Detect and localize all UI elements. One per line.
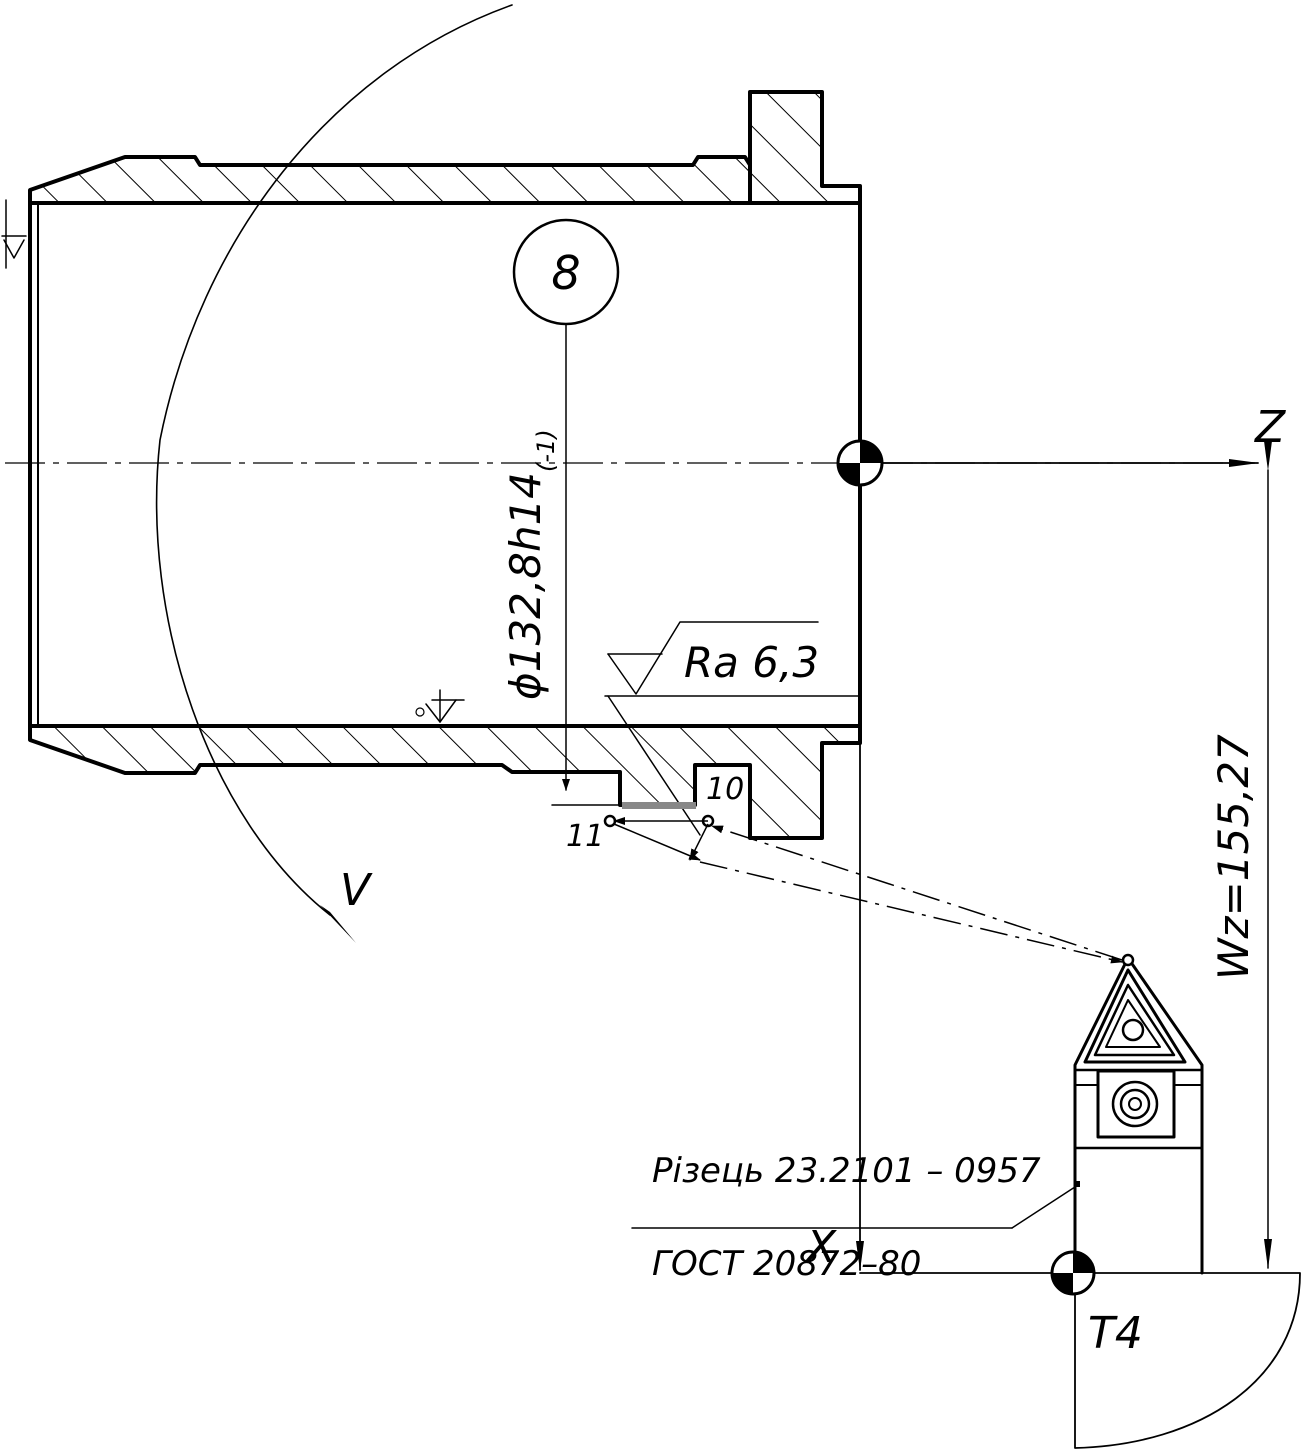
velocity-arrowhead (320, 905, 356, 943)
insert-innermost-triangle (1105, 999, 1161, 1048)
point-11-marker (603, 814, 617, 828)
tool-position-label: T4 (1088, 1308, 1143, 1359)
svg-text:ϕ132,8h14(-1): ϕ132,8h14(-1) (501, 429, 560, 700)
cutting-tool (1073, 953, 1204, 1275)
wz-dimension-text-group: Wz=155,27 (1209, 734, 1258, 980)
tool-path-return (699, 861, 1123, 964)
turret-outline (1074, 1272, 1301, 1449)
tool-path (613, 817, 1123, 964)
datum-symbol-left (1, 199, 27, 269)
rotation-arc (155, 4, 513, 916)
tool-name: Різець 23.2101 – 0957 (652, 1151, 1041, 1191)
top-wall-section (28, 90, 862, 205)
roughness-value: Ra 6,3 (684, 638, 819, 687)
tool-path-exit (689, 823, 709, 861)
diameter-dimension: ϕ132,8h14(-1) (501, 429, 560, 700)
roughness-callout: Ra 6,3 (604, 621, 859, 836)
tool-path-rapid-approach (711, 825, 1123, 961)
tool-holder-body (1073, 956, 1204, 1275)
operation-number: 8 (551, 246, 580, 300)
z-axis-label: Z (1254, 402, 1286, 453)
clamp-plate (1096, 1069, 1176, 1139)
wz-dimension-text: Wz=155,27 (1209, 734, 1258, 980)
x-axis-label: X (804, 1222, 837, 1273)
groove-machined-surface (622, 802, 696, 809)
part-zero-symbol (836, 439, 884, 487)
tool-zero-symbol (1050, 1250, 1096, 1296)
diameter-value: 132,8h14 (501, 472, 550, 672)
diameter-symbol: ϕ (501, 672, 550, 700)
tool-path-retract (613, 823, 701, 861)
diameter-tolerance: (-1) (532, 429, 560, 472)
point-10-label: 10 (706, 772, 744, 807)
tool-standard: ГОСТ 20872–80 (652, 1244, 921, 1284)
tool-leader-line (1011, 1184, 1079, 1229)
velocity-label: V (340, 865, 373, 916)
small-roughness-sign (415, 689, 465, 723)
tool-leader-dot (1074, 1181, 1080, 1187)
insert-outer-triangle (1083, 968, 1187, 1064)
tool-tip-point (1121, 953, 1135, 967)
insert-screw (1121, 1018, 1145, 1042)
insert-inner-triangle (1093, 983, 1176, 1057)
point-11-label: 11 (566, 819, 604, 854)
